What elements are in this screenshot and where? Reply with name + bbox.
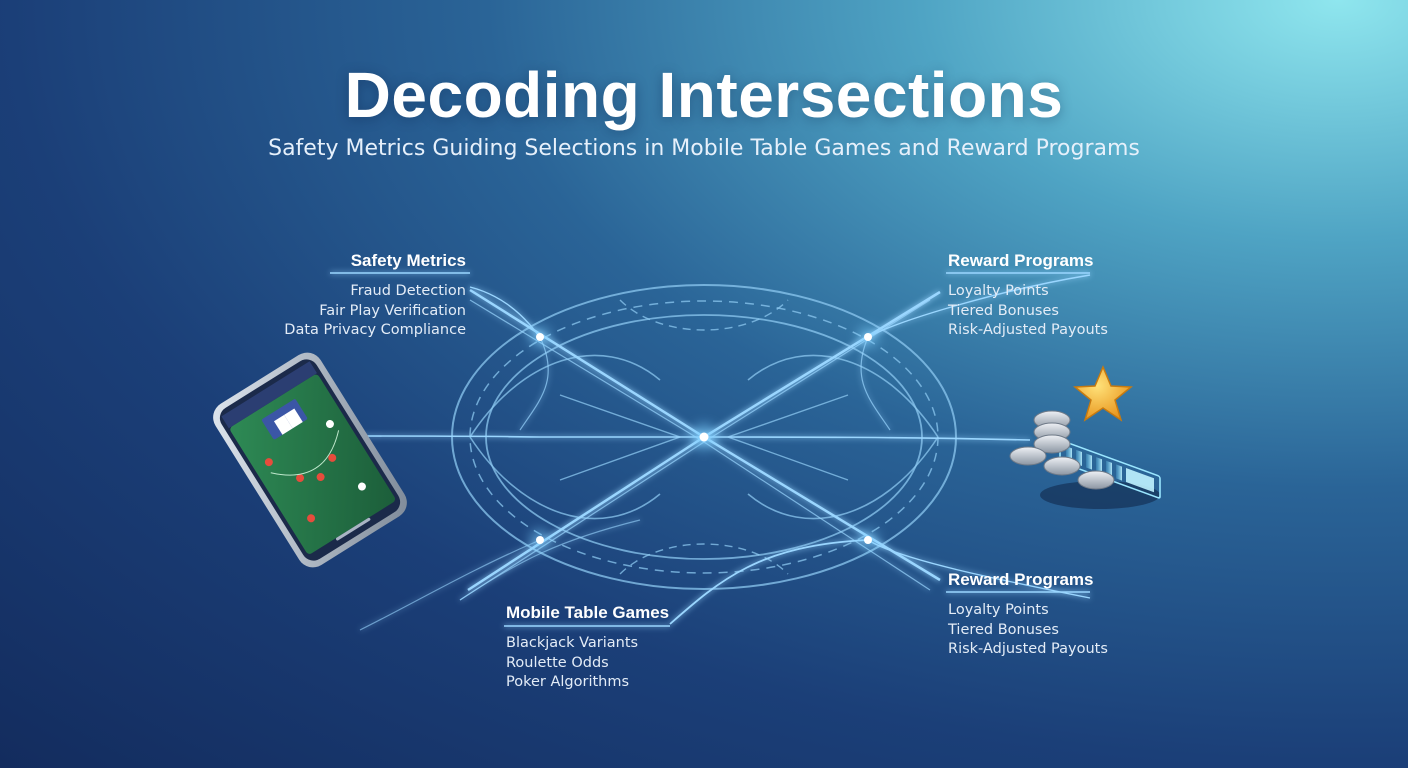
reward-programs-heading: Reward Programs [948, 251, 1094, 270]
reward-programs-item: Risk-Adjusted Payouts [948, 322, 1108, 338]
mobile-table-games-group: Mobile Table Games Blackjack Variants Ro… [506, 603, 669, 693]
mobile-table-games-item: Blackjack Variants [506, 635, 639, 651]
smartphone-icon [213, 352, 407, 568]
reward-programs-item: Loyalty Points [948, 602, 1049, 618]
label-connectors [330, 272, 1090, 627]
coin-stack-icon [1009, 410, 1115, 490]
page-title: Decoding Intersections [344, 59, 1064, 131]
page-subtitle: Safety Metrics Guiding Selections in Mob… [268, 136, 1140, 161]
reward-programs-item: Loyalty Points [948, 283, 1049, 299]
safety-metrics-heading: Safety Metrics [350, 251, 466, 270]
reward-programs-item: Risk-Adjusted Payouts [948, 641, 1108, 657]
reward-programs-heading: Reward Programs [948, 570, 1094, 589]
reward-cluster [1009, 365, 1161, 509]
mobile-table-games-heading: Mobile Table Games [506, 603, 670, 622]
reward-programs-top-group: Reward Programs Loyalty Points Tiered Bo… [948, 251, 1108, 341]
mobile-table-games-item: Poker Algorithms [506, 674, 630, 690]
safety-metrics-item: Fair Play Verification [319, 302, 466, 319]
safety-metrics-item: Fraud Detection [350, 283, 466, 299]
safety-metrics-item: Data Privacy Compliance [284, 322, 466, 338]
safety-metrics-group: Safety Metrics Fraud Detection Fair Play… [270, 251, 466, 341]
reward-programs-item: Tiered Bonuses [948, 302, 1059, 319]
ring-track [451, 284, 957, 590]
reward-programs-bottom-group: Reward Programs Loyalty Points Tiered Bo… [948, 570, 1108, 660]
reward-programs-item: Tiered Bonuses [948, 621, 1059, 638]
star-icon [1073, 365, 1133, 422]
intersection-nodes [530, 327, 878, 550]
mobile-table-games-item: Roulette Odds [506, 654, 609, 671]
